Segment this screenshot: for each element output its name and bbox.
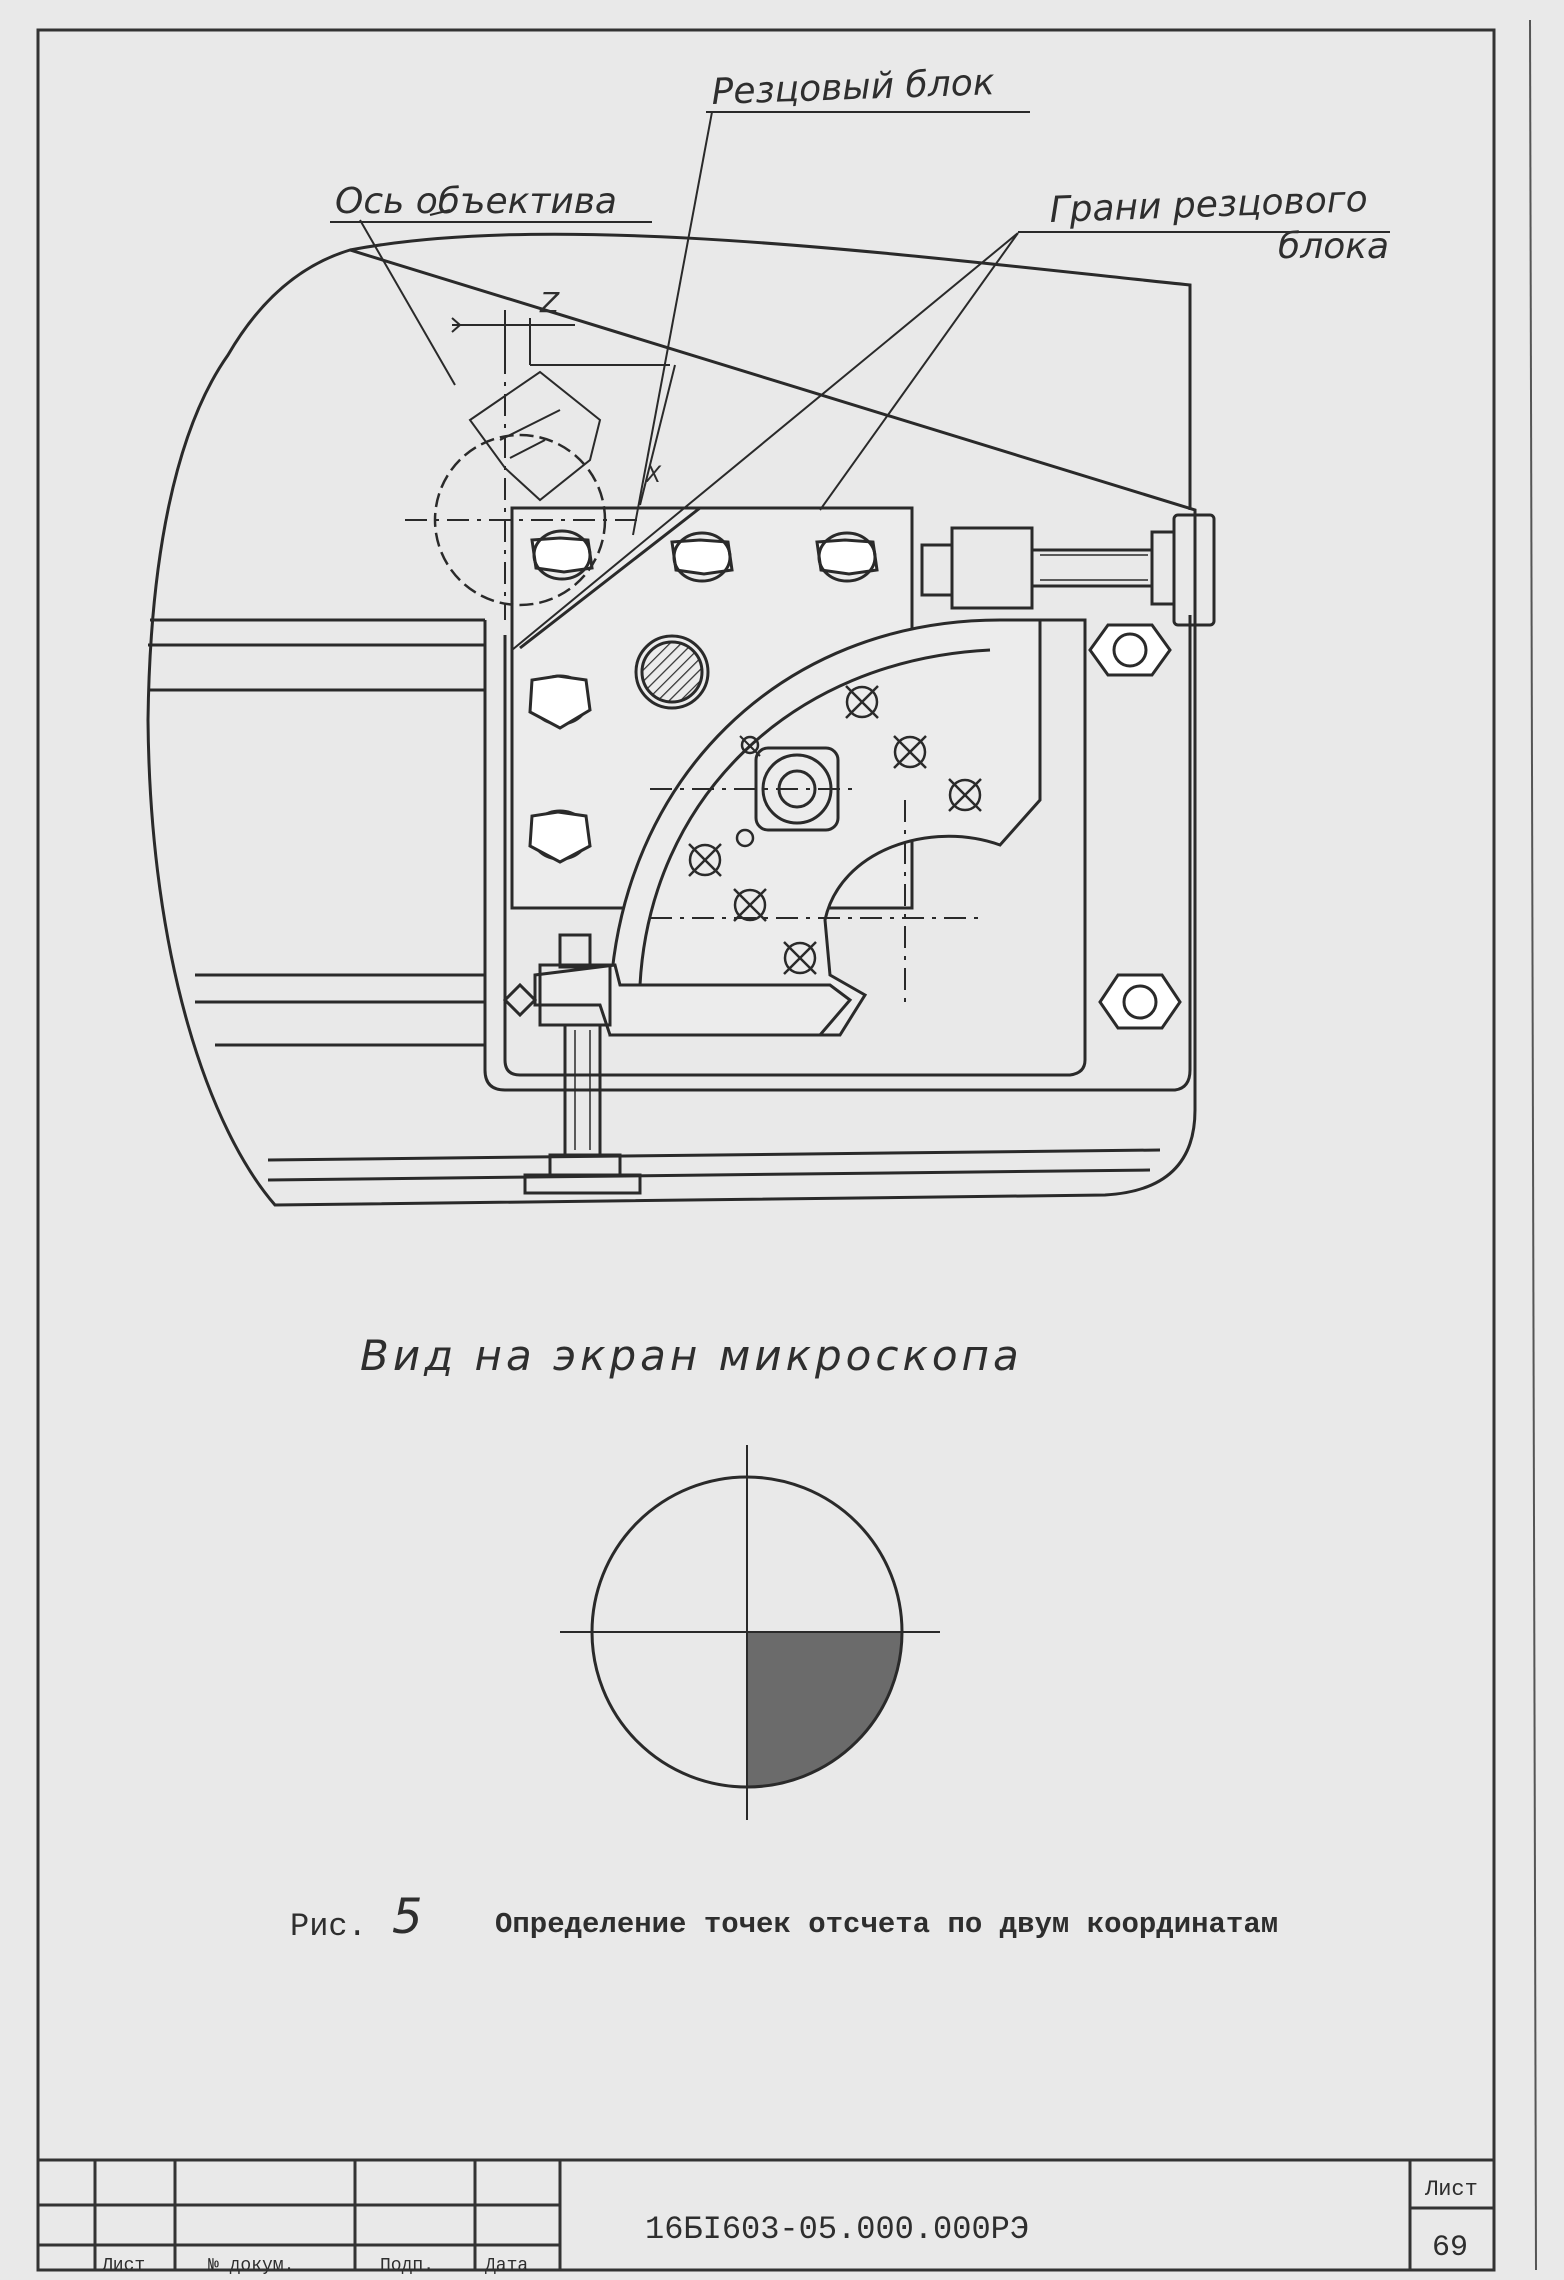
sheet-number: 69 <box>1432 2231 1468 2265</box>
title-block <box>38 2158 1494 2270</box>
leader-lines <box>330 111 1390 651</box>
sheet-edge <box>1529 19 1537 2271</box>
sheet-frame <box>36 28 1496 2272</box>
sheet-label: Лист <box>1424 2177 1478 2202</box>
lens-axis-label: Ось объектива <box>335 181 617 222</box>
holder-frame <box>483 615 1192 1092</box>
adjusting-screw-top <box>920 513 1216 627</box>
block-faces-label-line2: блока <box>1278 226 1389 267</box>
figure-number: 5 <box>392 1889 423 1945</box>
dimension-x-label: X <box>645 463 662 488</box>
document-number: 16БI603-05.000.000РЭ <box>645 2211 1029 2248</box>
dimension-z-label: Z <box>539 286 560 319</box>
cutter-block-label: Резцовый блок <box>711 62 996 113</box>
dimension-x <box>639 364 676 506</box>
figure-caption: Определение точек отсчета по двум коорди… <box>495 1908 1278 1941</box>
figure-prefix: Рис. <box>290 1908 367 1945</box>
view-caption: Вид на экран микроскопа <box>360 1331 1023 1380</box>
hex-nuts <box>1088 623 1182 1030</box>
shaded-quadrant <box>747 1632 902 1787</box>
title-block-col-date: Дата <box>485 2256 528 2276</box>
title-block-col-sign: Подп. <box>380 2256 434 2276</box>
clamp-lever <box>502 933 853 1195</box>
title-block-col-docnum: № докум. <box>208 2256 294 2276</box>
machine-body-outline <box>146 232 1197 1207</box>
block-bolts <box>528 529 879 864</box>
microscope-screen-view <box>560 1445 940 1820</box>
block-faces-label-line1: Грани резцового <box>1049 179 1368 231</box>
turret-holes <box>688 685 982 975</box>
tool-holder-drawing <box>146 111 1390 1207</box>
turret-plate <box>608 618 1042 1037</box>
title-block-col-sheet: Лист <box>101 2256 145 2276</box>
cutter-tip <box>468 370 602 502</box>
dimension-z <box>451 317 670 366</box>
